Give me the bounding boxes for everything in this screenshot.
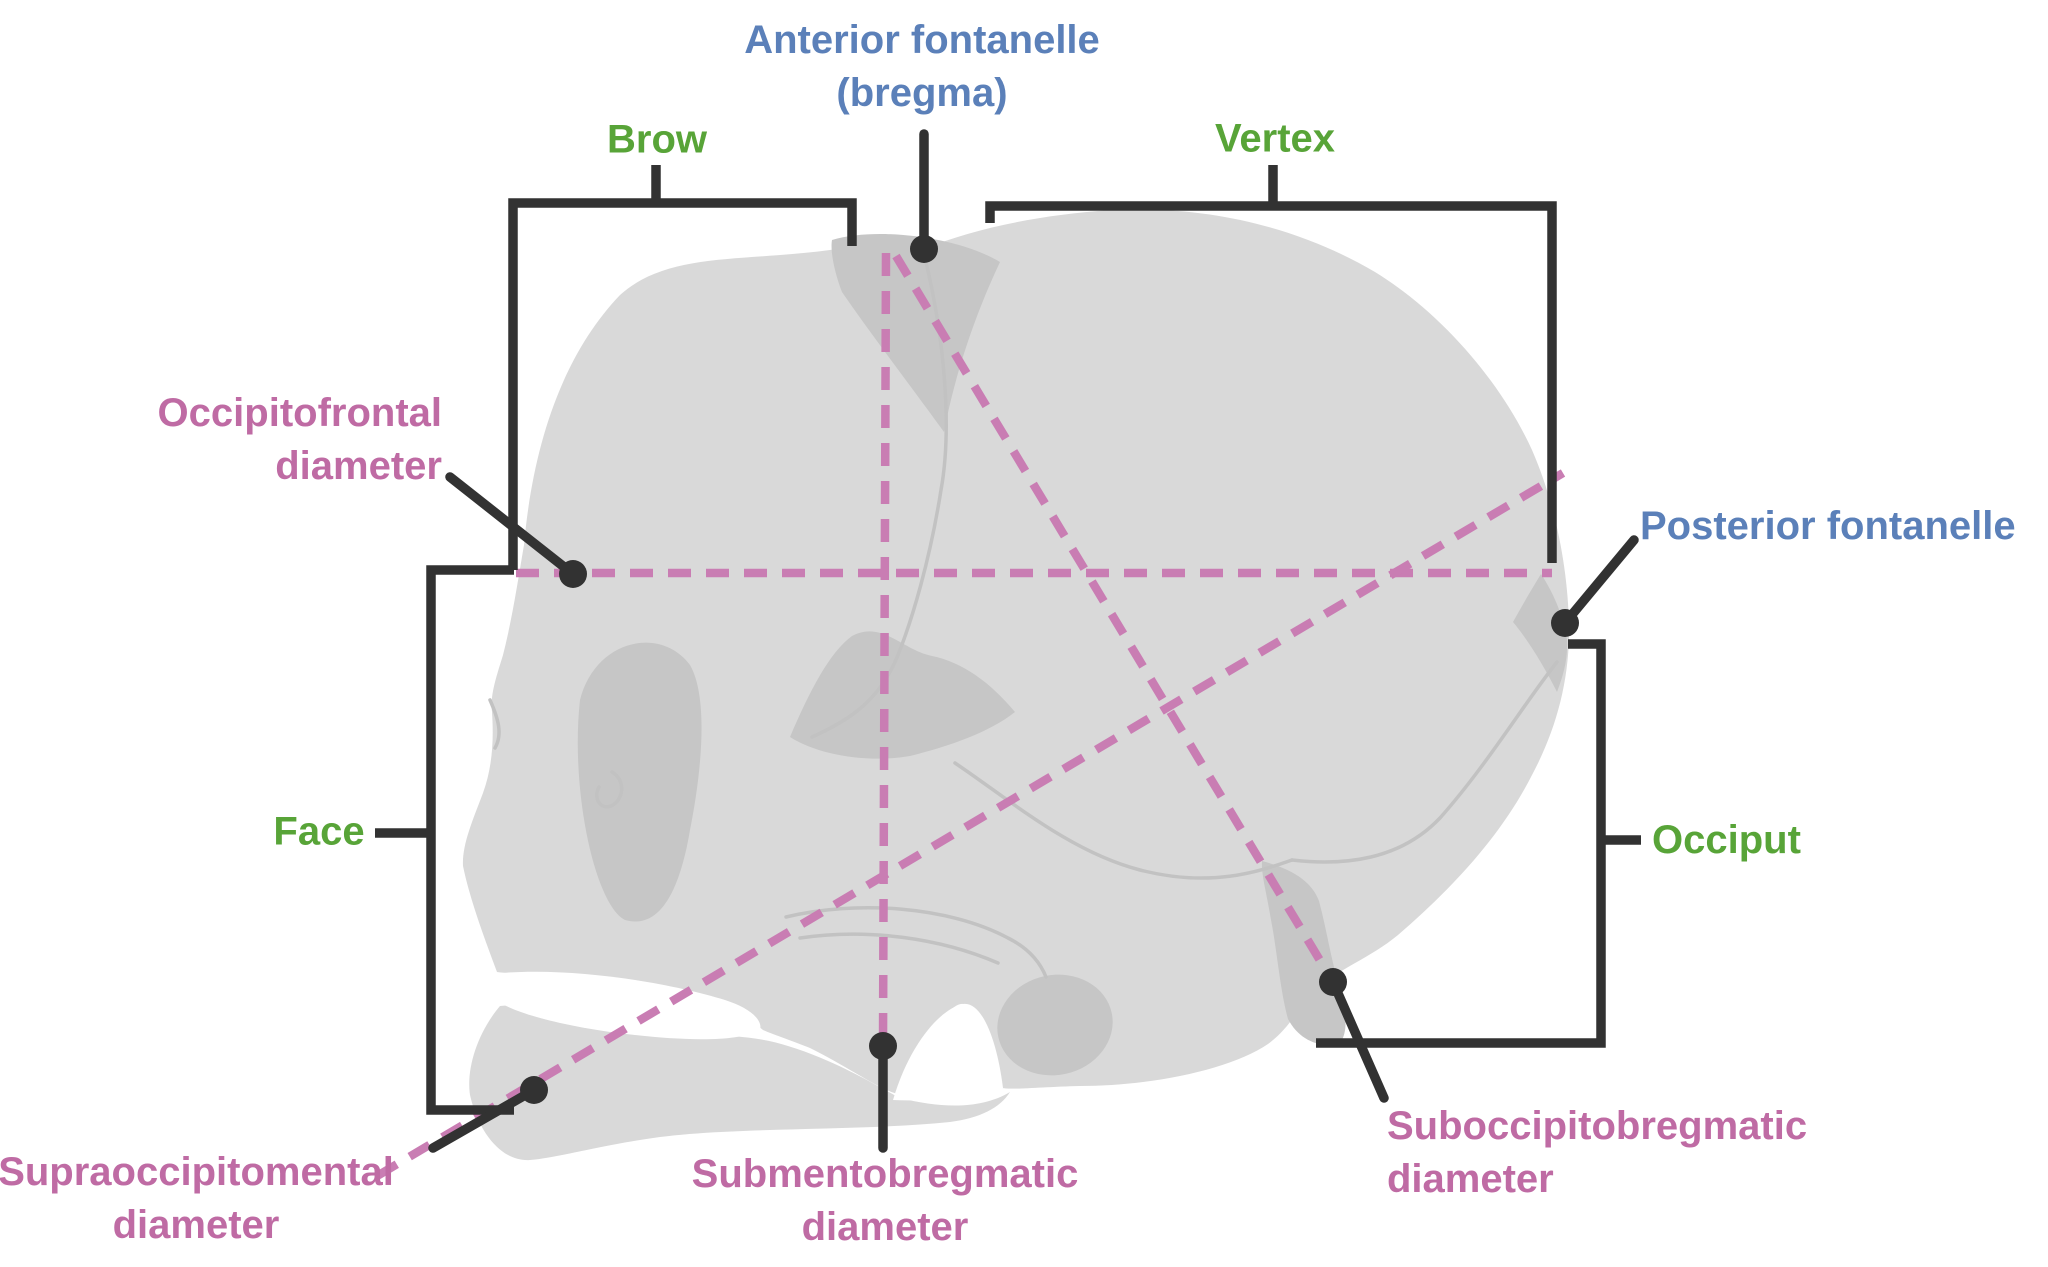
mouth-gap — [488, 971, 761, 1040]
suboccipital-suture-patch — [1261, 861, 1346, 1045]
region-brackets — [375, 165, 1641, 1115]
label-brow: Brow — [607, 117, 707, 162]
label-posterior-fontanelle: Posterior fontanelle — [1640, 504, 2016, 548]
occipitofrontal-pointer — [445, 472, 578, 579]
label-anterior-fontanelle-line2: (bregma) — [836, 71, 1008, 115]
label-face: Face — [273, 809, 365, 854]
temporal-patch — [790, 631, 1015, 759]
posterior-fontanelle-patch — [1513, 574, 1568, 692]
coronal-suture — [810, 256, 948, 739]
squamosal-suture — [953, 761, 1294, 880]
posterior-fontanelle-pointer — [1560, 535, 1639, 628]
supraoccipitomental-pointer — [428, 1085, 539, 1153]
label-submentobregmatic-line1: Submentobregmatic — [691, 1152, 1079, 1196]
lacrimal-hook-line — [595, 770, 624, 809]
label-submentobregmatic-line2: diameter — [801, 1205, 969, 1249]
suboccipitobregmatic-diameter-line — [892, 253, 1337, 985]
submentobregmatic-dot — [869, 1032, 897, 1060]
ear-canal-patch — [997, 974, 1113, 1076]
label-vertex: Vertex — [1214, 116, 1336, 161]
label-suboccipitobregmatic-line1: Suboccipitobregmatic — [1387, 1104, 1808, 1148]
label-suboccipitobregmatic-line2: diameter — [1387, 1157, 1554, 1201]
submentobregmatic-diameter-line — [878, 252, 891, 1045]
occipitofrontal-dot — [559, 560, 587, 588]
suboccipitobregmatic-pointer — [1328, 977, 1389, 1103]
label-supraoccipitomental-line1: Supraoccipitomental — [0, 1150, 394, 1194]
occiput-bracket — [1316, 639, 1641, 1048]
label-occipitofrontal: Occipitofrontal diameter — [158, 387, 442, 493]
posterior-fontanelle-dot — [1551, 609, 1579, 637]
orbit-patch — [577, 642, 702, 922]
skull-illustration — [462, 209, 1570, 1161]
vertex-bracket — [985, 165, 1557, 563]
label-supraoccipitomental-line2: diameter — [112, 1203, 280, 1247]
face-bracket — [375, 565, 514, 1115]
label-occipitofrontal-line2: diameter — [275, 444, 442, 488]
label-anterior-fontanelle-line1: Anterior fontanelle — [744, 18, 1100, 62]
mandibular-notch-gap — [893, 1003, 1003, 1101]
nasal-bone-line — [488, 698, 501, 750]
zygomatic-arch-line-upper — [784, 905, 1048, 979]
label-submentobregmatic: Submentobregmatic diameter — [692, 1148, 1079, 1254]
suboccipitobregmatic-dot — [1319, 968, 1347, 996]
label-occipitofrontal-line1: Occipitofrontal — [157, 391, 442, 435]
diameter-lines — [374, 252, 1566, 1180]
anterior-fontanelle-patch — [831, 234, 1000, 432]
supraoccipitomental-diameter-line — [374, 469, 1566, 1180]
zygomatic-arch-line-lower — [798, 932, 1000, 965]
label-suboccipitobregmatic: Suboccipitobregmatic diameter — [1387, 1100, 1807, 1206]
anterior-fontanelle-dot — [910, 235, 938, 263]
lambdoid-suture — [1290, 660, 1559, 864]
label-anterior-fontanelle: Anterior fontanelle (bregma) — [744, 14, 1100, 120]
label-occiput: Occiput — [1652, 818, 1801, 862]
supraoccipitomental-dot — [520, 1076, 548, 1104]
label-supraoccipitomental: Supraoccipitomental diameter — [0, 1146, 394, 1252]
brow-bracket — [508, 165, 857, 570]
mandible-shape — [469, 1005, 1010, 1161]
pointer-lines — [428, 129, 1639, 1153]
landmark-dots — [520, 235, 1579, 1104]
suture-lines — [488, 256, 1559, 979]
